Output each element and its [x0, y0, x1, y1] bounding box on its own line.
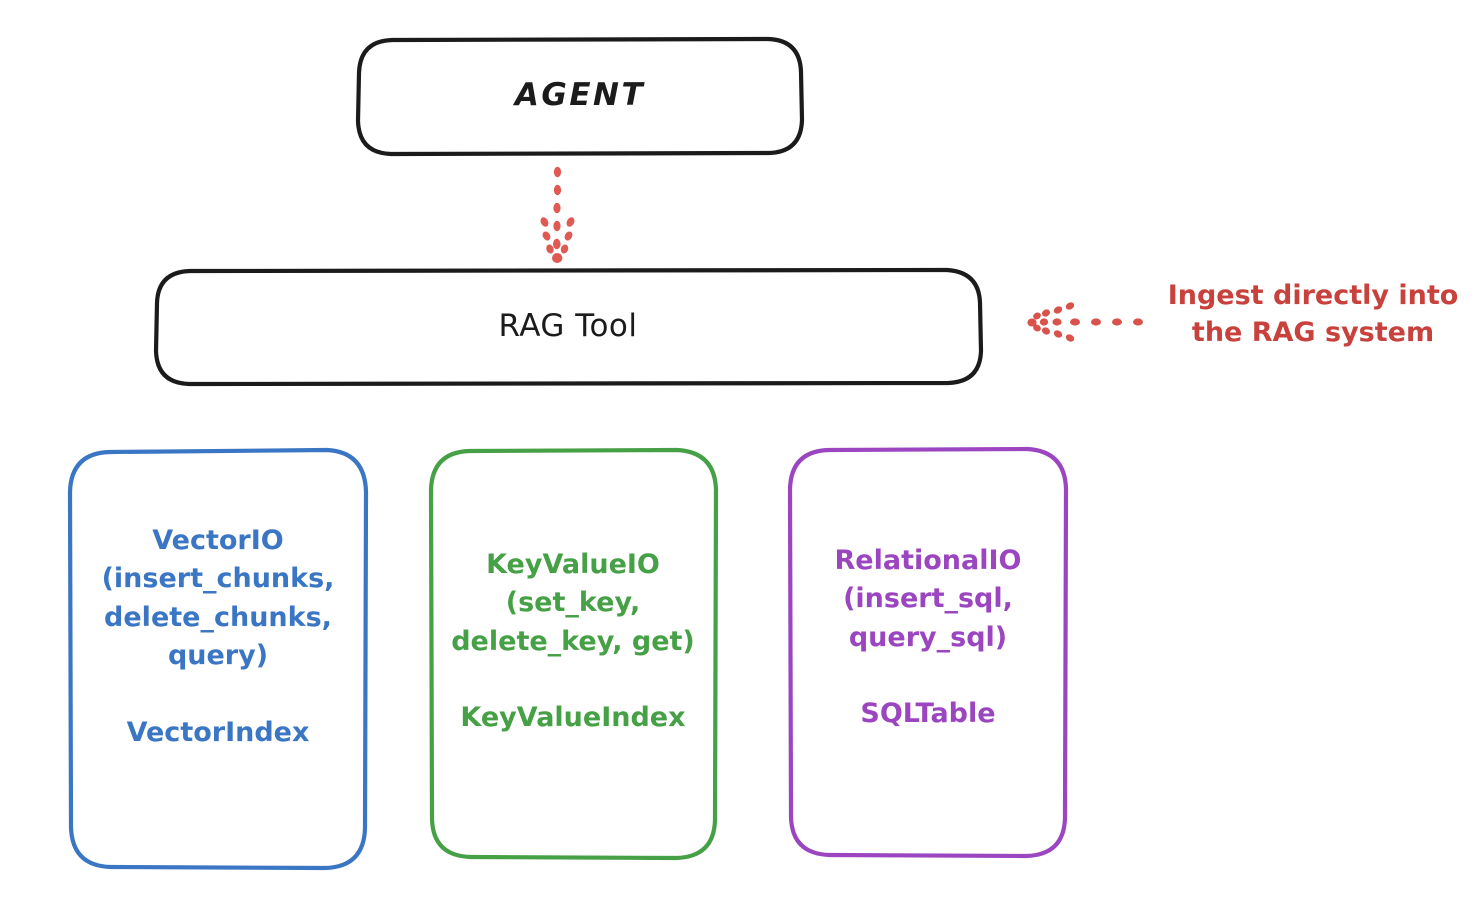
relational-io-box[interactable]: RelationalIO (insert_sql, query_sql) SQL… [790, 450, 1066, 858]
rag-tool-label: RAG Tool [498, 308, 638, 345]
agent-to-rag-tool-arrow [540, 166, 575, 263]
vector-io-box[interactable]: VectorIO (insert_chunks, delete_chunks, … [70, 450, 366, 870]
rag-tool-box[interactable]: RAG Tool [155, 270, 981, 384]
key-value-io-label: KeyValueIO (set_key, delete_key, get) Ke… [451, 549, 695, 734]
vector-io-label: VectorIO (insert_chunks, delete_chunks, … [101, 525, 335, 748]
ingest-annotation-text: Ingest directly into the RAG system [1167, 280, 1459, 348]
agent-label: AGENT [514, 77, 646, 114]
ingest-to-rag-tool-arrow [1027, 302, 1143, 342]
key-value-io-box[interactable]: KeyValueIO (set_key, delete_key, get) Ke… [430, 450, 716, 860]
relational-io-label: RelationalIO (insert_sql, query_sql) SQL… [834, 545, 1022, 730]
agent-box[interactable]: AGENT [358, 39, 802, 153]
